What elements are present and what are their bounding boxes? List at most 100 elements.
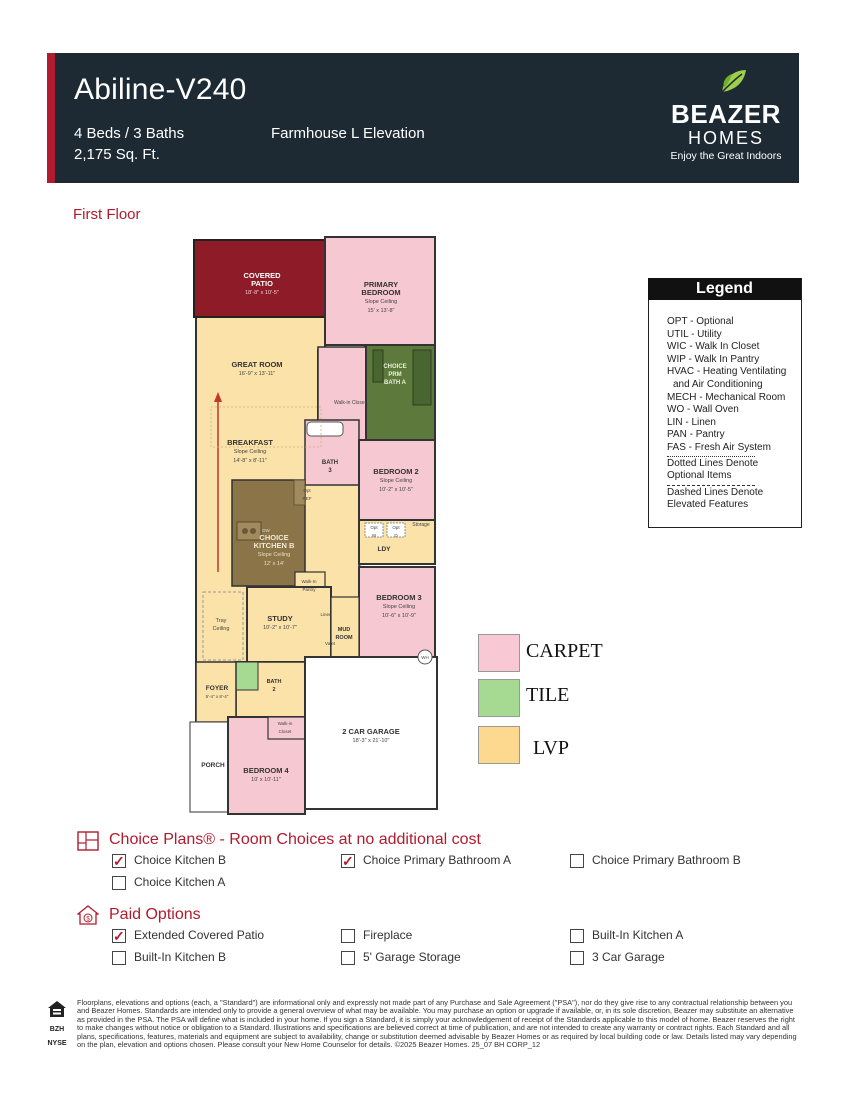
bedroom-3 <box>358 566 436 658</box>
label-storage: Storage <box>412 522 430 528</box>
label-tray-ceiling: Tray Ceiling <box>212 618 230 632</box>
floor-title: First Floor <box>73 206 141 223</box>
legend-line: PAN - Pantry <box>667 429 725 441</box>
label-bedroom-3: BEDROOM 3 Slope Ceiling 10'-6" x 10'-9" <box>366 594 432 620</box>
lvp-swatch <box>478 726 520 764</box>
choice-primary-bath-a-label: Choice Primary Bathroom A <box>363 853 512 867</box>
check-icon: ✓ <box>113 853 125 869</box>
label-opt-ref: Opt REF <box>302 488 312 501</box>
legend-line: OPT - Optional <box>667 316 734 327</box>
legend-line: WO - Wall Oven <box>667 404 739 416</box>
legend-line: Elevated Features <box>667 499 749 511</box>
extended-covered-patio-label: Extended Covered Patio <box>134 928 265 942</box>
check-icon: ✓ <box>113 928 125 944</box>
legend-line: HVAC - Heating Ventilating <box>667 366 787 378</box>
label-breakfast: BREAKFAST Slope Ceiling 14'-8" x 8'-11" <box>218 439 282 465</box>
choice-kitchen-dim: 12' x 14' <box>263 561 285 567</box>
label-great-room: GREAT ROOM 16'-9" x 13'-11" <box>222 361 292 378</box>
label-laundry: LDY <box>377 546 391 553</box>
choice-kitchen-name: CHOICE KITCHEN B <box>253 533 295 550</box>
built-in-kitchen-b-checkbox[interactable] <box>112 951 126 965</box>
choice-primary-bath-b-checkbox[interactable] <box>570 854 584 868</box>
paid-options-title: Paid Options <box>109 906 201 923</box>
label-study: STUDY 10'-2" x 10'-7" <box>252 615 308 632</box>
header-banner <box>47 53 799 183</box>
label-porch: PORCH <box>201 762 225 769</box>
paid-options-icon: $ <box>76 905 100 930</box>
legend-box <box>648 278 802 528</box>
bedroom-3-dim: 10'-6" x 10'-9" <box>382 613 416 619</box>
label-opt-w: Opt W <box>370 525 378 538</box>
choice-kitchen-a-checkbox[interactable] <box>112 876 126 890</box>
choice-primary-bath-b-label: Choice Primary Bathroom B <box>592 853 741 867</box>
label-mud-room: MUD ROOM <box>335 627 353 641</box>
three-car-garage-checkbox[interactable] <box>570 951 584 965</box>
choice-kitchen-b-label: Choice Kitchen B <box>134 853 227 867</box>
covered-patio-name: COVERED PATIO <box>243 271 281 288</box>
great-room-name: GREAT ROOM <box>231 360 283 369</box>
carpet-swatch <box>478 634 520 672</box>
choice-kitchen-a-label: Choice Kitchen A <box>134 875 226 889</box>
bedroom-4-name: BEDROOM 4 <box>243 766 289 775</box>
covered-patio <box>193 239 326 318</box>
logo-main-text: BEAZER <box>671 99 781 129</box>
built-in-kitchen-a-checkbox[interactable] <box>570 929 584 943</box>
floor-plan <box>189 236 438 815</box>
label-dw: DW <box>262 528 270 533</box>
beds-baths: 4 Beds / 3 Baths <box>74 125 185 142</box>
bath-2-tile <box>235 661 259 691</box>
primary-bedroom-name: PRIMARY BEDROOM <box>361 280 401 297</box>
square-footage: 2,175 Sq. Ft. <box>74 146 160 163</box>
extended-covered-patio-checkbox[interactable]: ✓ <box>112 929 126 943</box>
legend-line: UTIL - Utility <box>667 328 722 340</box>
label-foyer: FOYER 5'-4" x 8'-4" <box>198 685 236 701</box>
breakfast-name: BREAKFAST <box>227 438 273 447</box>
choice-primary-bath-a-checkbox[interactable]: ✓ <box>341 854 355 868</box>
label-bedroom-4: BEDROOM 4 10' x 10'-11" <box>234 767 298 784</box>
label-covered-patio: COVERED PATIO 18'-8" x 10'-5" <box>232 272 292 297</box>
choice-plans-icon <box>77 831 99 856</box>
label-bedroom-2: BEDROOM 2 Slope Ceiling 10'-2" x 10'-5" <box>366 468 426 494</box>
garage-dim: 18'-3" x 21'-10" <box>352 738 390 744</box>
legend-line: WIC - Walk In Closet <box>667 341 760 353</box>
primary-bedroom-ceiling: Slope Ceiling <box>364 299 398 305</box>
check-icon: ✓ <box>342 853 354 869</box>
garage-storage-label: 5' Garage Storage <box>363 950 461 964</box>
legal-disclaimer: Floorplans, elevations and options (each… <box>77 998 797 1050</box>
legend-line: WIP - Walk In Pantry <box>667 353 760 365</box>
legend-line: LIN - Linen <box>667 416 716 428</box>
covered-patio-dim: 18'-8" x 10'-5" <box>245 290 279 296</box>
beazer-logo: BEAZER HOMES Enjoy the Great Indoors <box>665 100 787 164</box>
label-valet: Valet <box>325 641 335 646</box>
bedroom-2-ceiling: Slope Ceiling <box>379 478 413 484</box>
label-bed-4-closet: Walk-in Closet <box>277 721 293 734</box>
bedroom-4-dim: 10' x 10'-11" <box>251 777 281 783</box>
logo-tagline: Enjoy the Great Indoors <box>670 150 782 162</box>
label-garage: 2 CAR GARAGE 18'-3" x 21'-10" <box>330 728 412 745</box>
primary-bedroom-dim: 15' x 13'-8" <box>367 308 395 314</box>
label-primary-closet: Walk-in Closet <box>333 400 367 406</box>
equal-housing-icon <box>47 1000 67 1023</box>
garage-storage-checkbox[interactable] <box>341 951 355 965</box>
bedroom-3-ceiling: Slope Ceiling <box>382 604 416 610</box>
carpet-label: CARPET <box>526 640 603 662</box>
label-opt-d: Opt D <box>392 525 400 538</box>
label-bath-3: BATH 3 <box>321 460 339 474</box>
leaf-logo-icon <box>718 66 748 101</box>
legend-line: and Air Conditioning <box>673 378 763 390</box>
breakfast-dim: 14'-8" x 8'-11" <box>233 458 267 464</box>
bedroom-2-name: BEDROOM 2 <box>373 467 419 476</box>
legend-line: FAS - Fresh Air System <box>667 441 771 453</box>
choice-kitchen-b-checkbox[interactable]: ✓ <box>112 854 126 868</box>
legend-line: Optional Items <box>667 470 732 482</box>
plan-title: Abiline-V240 <box>74 73 247 106</box>
dashed-line-sample <box>667 484 755 486</box>
bedroom-3-name: BEDROOM 3 <box>376 593 422 602</box>
porch <box>189 721 229 813</box>
fireplace-label: Fireplace <box>363 928 413 942</box>
study-name: STUDY <box>267 614 293 623</box>
study-dim: 10'-2" x 10'-7" <box>263 625 297 631</box>
bedroom-2 <box>358 439 436 521</box>
mud-room <box>330 596 360 663</box>
fireplace-checkbox[interactable] <box>341 929 355 943</box>
